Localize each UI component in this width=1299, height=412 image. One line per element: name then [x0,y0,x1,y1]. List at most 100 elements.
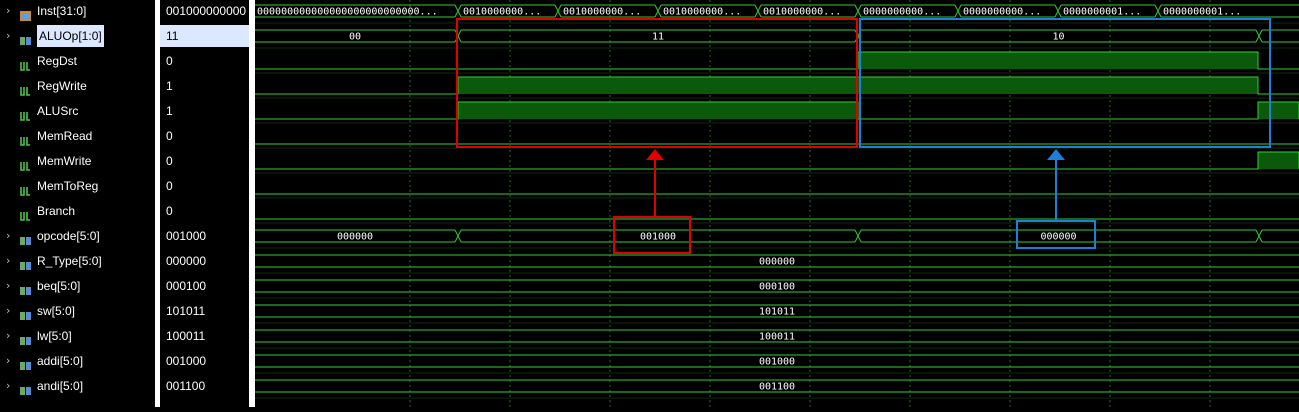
signal-value-memtoreg: 0 [166,179,173,193]
signal-name: MemWrite [37,154,92,168]
aluop-wave-segment [461,29,855,43]
signal-value-memwrite: 0 [166,154,173,168]
signal-row-r-type[interactable]: › R_Type[5:0] [0,250,155,272]
signal-row-branch[interactable]: Branch [0,200,155,222]
expand-chevron-icon[interactable]: › [6,329,11,342]
inst-wave-label: 0010000000... [463,7,541,18]
inst-wave-transition [454,4,462,18]
bus-icon [20,381,31,395]
signal-name: ALUSrc [37,104,79,118]
regdst-wave-trace [255,51,1299,70]
opcode-wave-label: 000000 [337,232,373,243]
signal-row-aluop[interactable]: › ALUOp[1:0] [0,25,155,47]
signal-row-beq[interactable]: ›beq[5:0] [0,275,155,297]
inst-wave-label: 0000000000... [963,7,1041,18]
signal-name: sw[5:0] [37,304,76,318]
blue-highlight-box [859,18,1271,148]
name-panel-divider[interactable] [155,0,160,407]
signal-name: lw[5:0] [37,329,72,343]
signal-icon [20,81,31,96]
signal-value-regdst: 0 [166,54,173,68]
expand-chevron-icon[interactable]: › [6,4,11,17]
signal-name: andi[5:0] [37,379,84,393]
expand-chevron-icon[interactable]: › [6,254,11,267]
bus-icon [20,231,31,245]
memwrite-wave-high [1258,152,1299,169]
signal-row-memwrite[interactable]: MemWrite [0,150,155,172]
expand-chevron-icon[interactable]: › [6,29,11,42]
signal-row-inst[interactable]: ›Inst[31:0] [0,0,155,22]
signal-value-addi: 001000 [166,354,207,368]
red-arrowhead-icon [646,149,664,160]
alusrc-wave-high [1258,102,1299,119]
expand-chevron-icon[interactable]: › [6,354,11,367]
signal-row-memread[interactable]: MemRead [0,125,155,147]
inst-wave-segment [1061,4,1155,18]
bus-icon [20,281,31,295]
bus-icon [20,31,31,45]
opcode-wave-label: 001000 [640,232,676,243]
inst-wave-label: 0010000000... [563,7,641,18]
lw-wave-segment [255,329,1299,343]
signal-row-lw[interactable]: › lw[5:0] [0,325,155,347]
andi-wave-segment [255,379,1299,393]
inst-wave-transition [854,4,862,18]
inst-wave-segment [255,4,455,18]
signal-value-inst: 001000000000 [166,4,247,18]
signal-row-andi[interactable]: › andi[5:0] [0,375,155,397]
opcode-wave-label: 000000 [1040,232,1076,243]
signal-value-regwrite: 1 [166,79,173,93]
opcode-wave-segment [255,229,455,243]
signal-row-addi[interactable]: › addi[5:0] [0,350,155,372]
regdst-wave-high [858,52,1258,69]
beq-wave-label: 000100 [759,282,795,293]
signal-row-opcode[interactable]: › opcode[5:0] [0,225,155,247]
inst-wave-segment [861,4,955,18]
opcode-wave-transition [854,229,862,243]
waveform-area[interactable]: 000000000000000000000000000...0010000000… [255,0,1299,407]
signal-name: opcode[5:0] [37,229,100,243]
signal-name: ALUOp[1:0] [37,25,104,47]
inst-wave-transition [1054,4,1062,18]
red-highlight-box [456,18,858,148]
value-panel-divider[interactable] [249,0,255,407]
expand-chevron-icon[interactable]: › [6,229,11,242]
signal-row-regwrite[interactable]: RegWrite [0,75,155,97]
aluop-wave-segment [861,29,1256,43]
expand-chevron-icon[interactable]: › [6,379,11,392]
signal-row-alusrc[interactable]: ALUSrc [0,100,155,122]
signal-value-lw: 100011 [166,329,206,343]
signal-row-regdst[interactable]: RegDst [0,50,155,72]
beq-wave-segment [255,279,1299,293]
signal-name: Branch [37,204,76,218]
rtype-wave-segment [255,254,1299,268]
inst-wave-transition [754,4,762,18]
signal-row-memtoreg[interactable]: MemToReg [0,175,155,197]
red-label-box [613,216,691,254]
rtype-wave-label: 000000 [759,257,795,268]
inst-wave-transition [554,4,562,18]
signal-name: R_Type[5:0] [37,254,102,268]
signal-name: addi[5:0] [37,354,84,368]
inst-wave-label: 0000000001... [1063,7,1141,18]
expand-chevron-icon[interactable]: › [6,304,11,317]
aluop-wave-segment [255,29,455,43]
aluop-wave-label: 11 [652,32,664,43]
inst-wave-label: 000000000000000000000000000... [257,7,438,18]
alusrc-wave-high [458,102,858,119]
opcode-wave-segment [1262,229,1299,243]
aluop-wave-label: 10 [1052,32,1064,43]
expand-chevron-icon[interactable]: › [6,279,11,292]
inst-wave-transition [1154,4,1162,18]
aluop-wave-label: 00 [349,32,361,43]
signal-name: MemRead [37,129,93,143]
inst-wave-label: 0000000000... [863,7,941,18]
signal-value-r-type: 000000 [166,254,207,268]
inst-wave-segment [661,4,755,18]
aluop-wave-transition [1255,29,1263,43]
signal-icon [20,181,31,196]
signal-row-sw[interactable]: › sw[5:0] [0,300,155,322]
inst-wave-label: 0000000001... [1163,7,1241,18]
